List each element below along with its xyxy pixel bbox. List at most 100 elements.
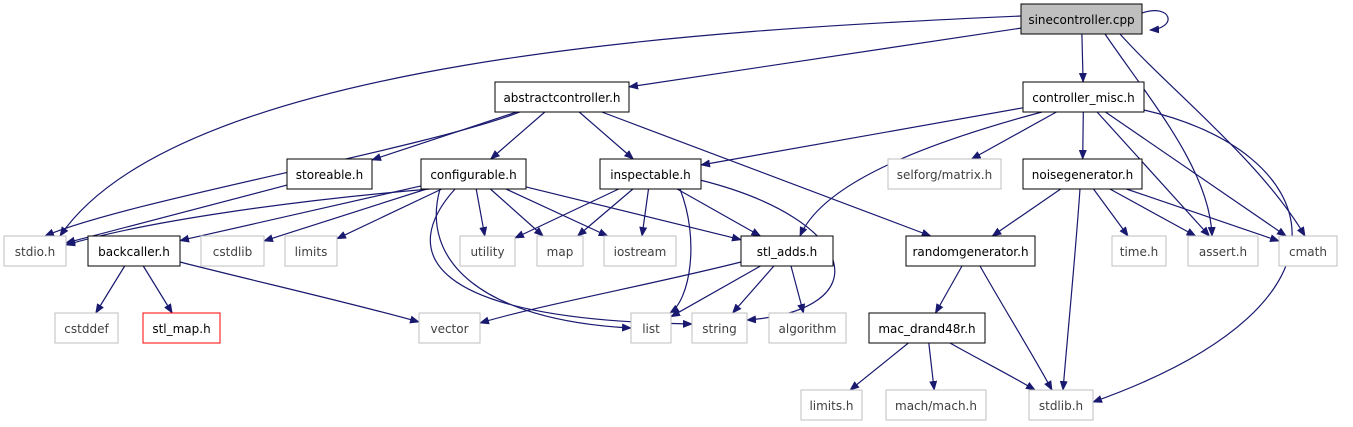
edge-controller_misc-to-stl_adds bbox=[799, 111, 1043, 237]
node-box-algorithm bbox=[768, 312, 847, 344]
node-label-mach_mach: mach/mach.h bbox=[895, 399, 977, 413]
edge-sinecontroller-to-abstractcontroller bbox=[628, 27, 1022, 90]
edge-stl_adds-to-vector bbox=[479, 261, 742, 325]
edge-configurable-to-iostream bbox=[505, 188, 609, 237]
edge-noisegenerator-to-assert bbox=[1109, 188, 1197, 237]
node-stdlib: stdlib.h bbox=[1028, 389, 1094, 421]
edge-configurable-to-limits1 bbox=[336, 188, 443, 240]
edge-stl_adds-to-list bbox=[670, 265, 761, 318]
node-box-stdio bbox=[3, 235, 67, 267]
node-label-stl_adds: stl_adds.h bbox=[757, 245, 818, 259]
node-configurable[interactable]: configurable.h bbox=[420, 158, 527, 190]
node-box-mach_mach bbox=[885, 389, 987, 421]
node-box-limits1 bbox=[284, 235, 338, 267]
node-utility: utility bbox=[459, 235, 516, 267]
edge-noisegenerator-to-time bbox=[1093, 188, 1129, 237]
node-controller_misc[interactable]: controller_misc.h bbox=[1022, 81, 1145, 113]
node-label-inspectable: inspectable.h bbox=[610, 168, 691, 182]
node-list: list bbox=[630, 312, 672, 344]
node-label-selforg_matrix: selforg/matrix.h bbox=[897, 168, 992, 182]
edge-stl_adds-to-algorithm bbox=[790, 265, 806, 314]
edge-configurable-to-stl_adds bbox=[525, 186, 742, 242]
node-inspectable[interactable]: inspectable.h bbox=[599, 158, 702, 190]
edge-configurable-to-string bbox=[429, 188, 693, 328]
edge-configurable-to-map bbox=[490, 188, 544, 237]
edge-sinecontroller-to-cmath bbox=[1119, 33, 1306, 237]
node-box-mac_drand48r bbox=[868, 312, 986, 344]
node-label-time: time.h bbox=[1120, 245, 1159, 259]
edge-randomgenerator-to-mac_drand48r bbox=[934, 265, 963, 314]
node-box-stdlib bbox=[1028, 389, 1094, 421]
node-box-cmath bbox=[1278, 235, 1338, 267]
node-box-stl_adds bbox=[740, 235, 834, 267]
edge-mac_drand48r-to-mach_mach bbox=[928, 342, 938, 391]
node-label-limits1: limits bbox=[295, 245, 328, 259]
node-storeable[interactable]: storeable.h bbox=[286, 158, 373, 190]
edge-controller_misc-to-inspectable bbox=[700, 107, 1024, 168]
edge-inspectable-to-stl_adds bbox=[676, 188, 762, 237]
node-limits_h: limits.h bbox=[800, 389, 863, 421]
node-label-stdlib: stdlib.h bbox=[1039, 399, 1083, 413]
edge-randomgenerator-to-stdlib bbox=[979, 265, 1053, 391]
edge-sinecontroller-to-sinecontroller bbox=[1141, 10, 1169, 34]
node-iostream: iostream bbox=[603, 235, 677, 267]
node-box-abstractcontroller bbox=[494, 81, 630, 113]
edge-noisegenerator-to-stdlib bbox=[1059, 188, 1081, 391]
edge-inspectable-to-map bbox=[576, 188, 634, 237]
edge-mac_drand48r-to-stdlib bbox=[949, 342, 1036, 391]
node-box-vector bbox=[418, 312, 481, 344]
node-box-iostream bbox=[603, 235, 677, 267]
node-box-map bbox=[536, 235, 584, 267]
node-label-algorithm: algorithm bbox=[779, 322, 837, 336]
node-label-list: list bbox=[642, 322, 660, 336]
edge-configurable-to-stdio bbox=[65, 188, 431, 247]
node-box-backcaller bbox=[87, 235, 181, 267]
node-box-storeable bbox=[286, 158, 373, 190]
edge-noisegenerator-to-cmath bbox=[1126, 188, 1280, 242]
node-backcaller[interactable]: backcaller.h bbox=[87, 235, 181, 267]
node-box-randomgenerator bbox=[905, 235, 1036, 267]
edge-inspectable-to-utility bbox=[514, 188, 619, 239]
node-noisegenerator[interactable]: noisegenerator.h bbox=[1022, 158, 1143, 190]
node-cstdlib: cstdlib bbox=[200, 235, 265, 267]
node-box-configurable bbox=[420, 158, 527, 190]
node-mac_drand48r[interactable]: mac_drand48r.h bbox=[868, 312, 986, 344]
node-abstractcontroller[interactable]: abstractcontroller.h bbox=[494, 81, 630, 113]
node-label-string: string bbox=[702, 322, 736, 336]
node-assert: assert.h bbox=[1187, 235, 1259, 267]
edge-inspectable-to-iostream bbox=[639, 188, 650, 237]
node-box-stl_map bbox=[142, 312, 221, 344]
edge-abstractcontroller-to-configurable bbox=[489, 111, 546, 160]
edges-layer bbox=[44, 10, 1306, 403]
node-stdio: stdio.h bbox=[3, 235, 67, 267]
edge-configurable-to-backcaller bbox=[179, 185, 422, 243]
node-label-stl_map: stl_map.h bbox=[152, 322, 210, 336]
edge-storeable-to-stdio bbox=[65, 184, 288, 245]
node-box-cstddef bbox=[54, 312, 119, 344]
node-selforg_matrix: selforg/matrix.h bbox=[887, 158, 1002, 190]
node-algorithm: algorithm bbox=[768, 312, 847, 344]
node-randomgenerator[interactable]: randomgenerator.h bbox=[905, 235, 1036, 267]
node-string: string bbox=[691, 312, 748, 344]
node-vector: vector bbox=[418, 312, 481, 344]
node-label-vector: vector bbox=[430, 322, 468, 336]
node-label-cstddef: cstddef bbox=[64, 322, 109, 336]
node-box-noisegenerator bbox=[1022, 158, 1143, 190]
node-cstddef: cstddef bbox=[54, 312, 119, 344]
node-stl_map[interactable]: stl_map.h bbox=[142, 312, 221, 344]
edge-abstractcontroller-to-stdio bbox=[44, 111, 521, 237]
node-sinecontroller[interactable]: sinecontroller.cpp bbox=[1020, 3, 1143, 35]
node-label-randomgenerator: randomgenerator.h bbox=[912, 245, 1028, 259]
edge-controller_misc-to-assert bbox=[1096, 111, 1211, 237]
node-mach_mach: mach/mach.h bbox=[885, 389, 987, 421]
node-box-time bbox=[1111, 235, 1167, 267]
node-time: time.h bbox=[1111, 235, 1167, 267]
edge-controller_misc-to-stdlib bbox=[1092, 109, 1293, 403]
node-label-sinecontroller: sinecontroller.cpp bbox=[1028, 13, 1134, 27]
node-box-selforg_matrix bbox=[887, 158, 1002, 190]
edge-sinecontroller-to-stdio bbox=[59, 15, 1022, 237]
node-stl_adds[interactable]: stl_adds.h bbox=[740, 235, 834, 267]
node-box-string bbox=[691, 312, 748, 344]
node-label-cstdlib: cstdlib bbox=[213, 245, 252, 259]
edge-stl_adds-to-string bbox=[731, 265, 775, 314]
